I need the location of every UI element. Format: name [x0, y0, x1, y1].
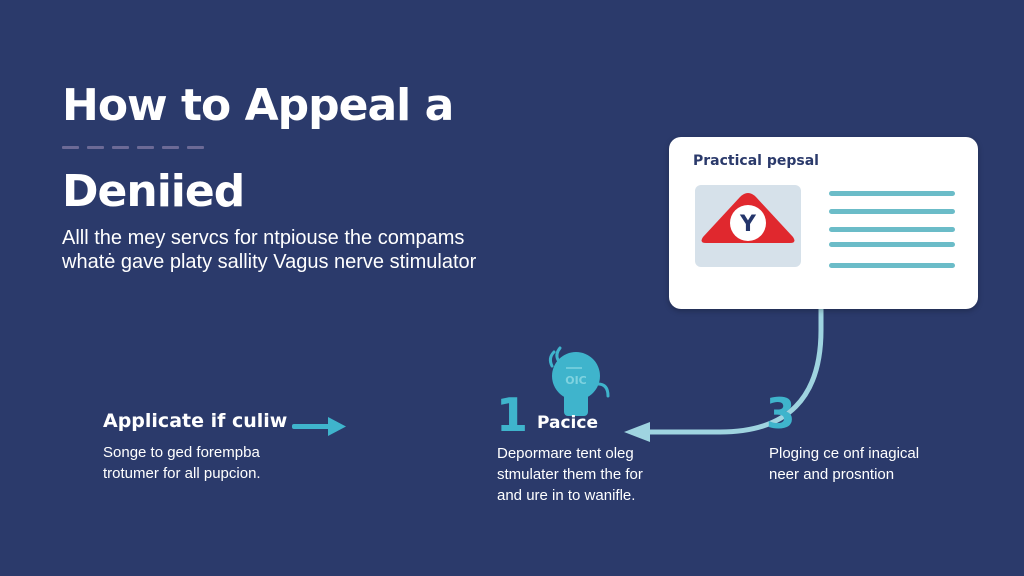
step-1-number: 1 — [496, 388, 529, 442]
card-title: Practical pepsal — [693, 153, 819, 169]
warning-triangle-logo-icon: Y — [701, 193, 795, 243]
desc-line: Ploging ce onf inagical — [769, 445, 920, 462]
text-line — [829, 263, 955, 268]
card-thumbnail: Y — [695, 185, 801, 267]
subtitle-line-2: whatė gave platy sallity Vagus nerve sti… — [62, 251, 477, 273]
subtitle-line-1: Alll the mey servcs for ntpiouse the com… — [62, 227, 465, 249]
desc-line: Depormare tent oleg — [497, 445, 634, 462]
step-1-desc: Depormare tent oleg stmulater them the f… — [497, 443, 643, 506]
desc-line: Songe to ged forempba — [103, 444, 260, 461]
logo-letter: Y — [739, 212, 757, 237]
title-divider — [62, 146, 204, 149]
step-3-number: 3 — [766, 389, 796, 438]
appeal-card: Practical pepsal Y — [669, 137, 978, 309]
step-applicate-title: Applicate if culiw — [103, 410, 288, 432]
desc-line: trotumer for all pupcion. — [103, 465, 261, 482]
step-1-title: Pacice — [537, 413, 598, 433]
text-line — [829, 227, 955, 232]
text-line — [829, 242, 955, 247]
desc-line: neer and prosntion — [769, 466, 895, 483]
arrow-right-icon — [292, 417, 346, 436]
step-applicate-desc: Songe to ged forempba trotumer for all p… — [103, 442, 261, 484]
text-line — [829, 209, 955, 214]
text-line — [829, 191, 955, 196]
desc-line: stmulater them the for — [497, 466, 643, 483]
page-title-line-2: Deniied — [62, 166, 245, 217]
page-title-line-1: How to Appeal a — [62, 80, 454, 131]
bulb-label: OIC — [565, 374, 587, 387]
lightbulb-icon: OIC — [548, 346, 610, 416]
subtitle: Alll the mey servcs for ntpiouse the com… — [62, 226, 476, 274]
desc-line: and ure in to wanifle. — [497, 487, 636, 504]
step-3-desc: Ploging ce onf inagical neer and prosnti… — [769, 443, 919, 485]
